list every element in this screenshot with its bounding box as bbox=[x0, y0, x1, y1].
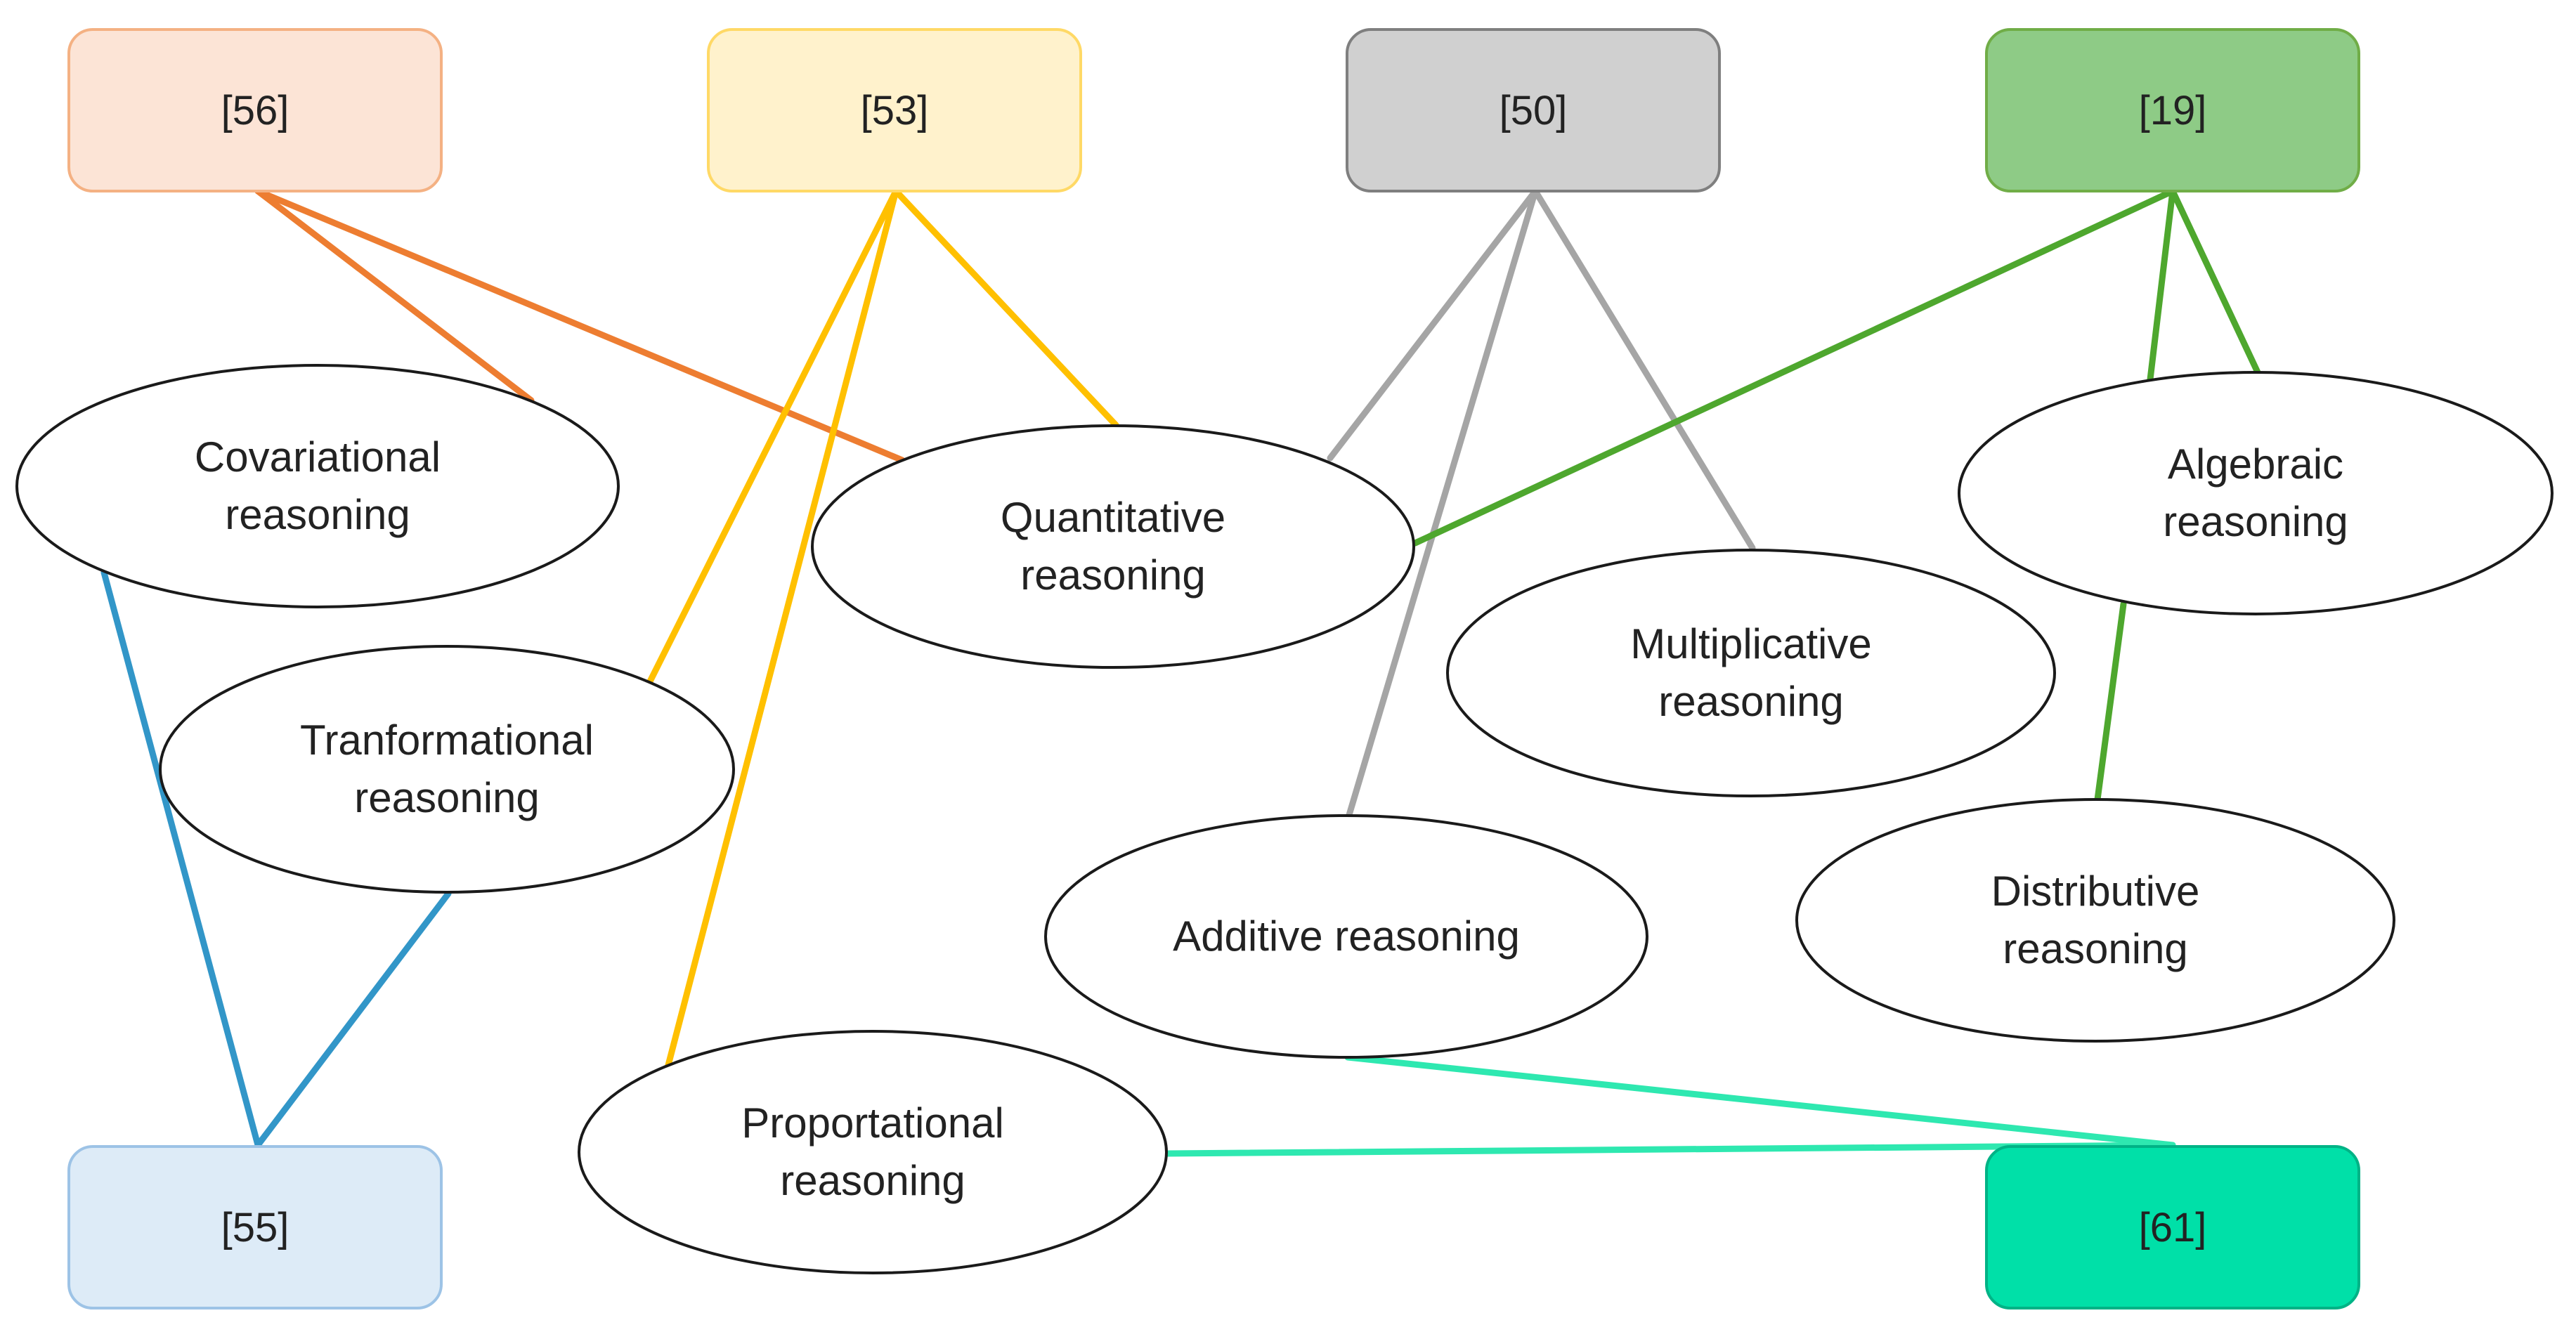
concept-ellipse bbox=[1795, 798, 2395, 1043]
concept-ellipse bbox=[1446, 549, 2056, 797]
concept-label: reasoning bbox=[2163, 498, 2348, 545]
concept-label: Distributive bbox=[1991, 868, 2200, 915]
connector-s19-algebraic bbox=[2147, 188, 2176, 383]
concept-distributive: Distributive reasoning bbox=[1795, 798, 2395, 1043]
connector-s50-additive bbox=[1346, 188, 1539, 818]
reference-label: [53] bbox=[861, 88, 929, 133]
concept-label: Tranformational bbox=[300, 717, 594, 764]
concept-nodes: Covariational reasoning Quantitative reason… bbox=[15, 28, 2554, 1309]
reference-label: [61] bbox=[2139, 1205, 2207, 1250]
concept-label: reasoning bbox=[354, 774, 540, 821]
reference-box-s50: [50] bbox=[1346, 28, 1721, 192]
connector-s61-additive bbox=[1344, 1054, 2176, 1149]
concept-label: reasoning bbox=[225, 491, 410, 538]
concept-ellipse bbox=[811, 424, 1415, 669]
reference-box-shape bbox=[1985, 1145, 2360, 1309]
connector-s19-distributive-segment-2 bbox=[2094, 601, 2127, 803]
concept-label: Quantitative bbox=[1001, 494, 1225, 541]
concept-label: Algebraic bbox=[2168, 440, 2343, 488]
reference-box-s61: [61] bbox=[1985, 1145, 2360, 1309]
reference-label: [55] bbox=[221, 1205, 290, 1250]
connector-s53-quantitative bbox=[892, 188, 1119, 429]
connector-s53-proportational bbox=[664, 188, 899, 1071]
connection-lines bbox=[100, 188, 2261, 1157]
concept-label: Multiplicative bbox=[1630, 620, 1871, 667]
reference-box-s56: [56] bbox=[67, 28, 443, 192]
concept-label: reasoning bbox=[1020, 551, 1206, 599]
reference-label: [56] bbox=[221, 88, 290, 133]
concept-covariational: Covariational reasoning bbox=[15, 364, 620, 608]
concept-label: Proportational bbox=[741, 1099, 1004, 1147]
concept-multiplicative: Multiplicative reasoning bbox=[1446, 549, 2056, 797]
connector-s55-tranformational bbox=[254, 890, 452, 1149]
concept-ellipse bbox=[1044, 814, 1648, 1059]
connector-s55-covariational bbox=[100, 569, 261, 1149]
concept-label: Covariational bbox=[195, 433, 441, 481]
concept-ellipse bbox=[15, 364, 620, 608]
connector-s56-quantitative bbox=[254, 188, 906, 464]
concept-label: reasoning bbox=[1658, 678, 1844, 725]
concept-additive: Additive reasoning bbox=[1044, 814, 1648, 1059]
concept-label: Additive reasoning bbox=[1173, 913, 1520, 960]
reference-box-shape bbox=[1346, 28, 1721, 192]
concept-label: reasoning bbox=[780, 1157, 965, 1204]
reference-box-shape bbox=[67, 28, 443, 192]
reference-label: [50] bbox=[1500, 88, 1568, 133]
reference-box-shape bbox=[1985, 28, 2360, 192]
reference-box-s55: [55] bbox=[67, 1145, 443, 1309]
connector-s19-quantitative bbox=[1412, 188, 2176, 547]
concept-proportational: Proportational reasoning bbox=[578, 1030, 1168, 1274]
concept-quantitative: Quantitative reasoning bbox=[811, 424, 1415, 669]
concept-ellipse bbox=[159, 645, 735, 894]
connector-s50-quantitative bbox=[1327, 188, 1539, 462]
connector-s56-covariational bbox=[254, 188, 535, 404]
connector-s19-distributive bbox=[2169, 188, 2261, 376]
concept-ellipse bbox=[578, 1030, 1168, 1274]
connector-s53-tranformational bbox=[646, 188, 899, 685]
concept-tranformational: Tranformational reasoning bbox=[159, 645, 735, 894]
concept-label: reasoning bbox=[2003, 925, 2188, 972]
reference-box-shape bbox=[707, 28, 1082, 192]
concept-algebraic: Algebraic reasoning bbox=[1958, 371, 2554, 615]
concept-ellipse bbox=[1958, 371, 2554, 615]
reference-box-s19: [19] bbox=[1985, 28, 2360, 192]
connector-s50-multiplicative bbox=[1532, 188, 1756, 551]
reference-box-s53: [53] bbox=[707, 28, 1082, 192]
reference-box-shape bbox=[67, 1145, 443, 1309]
reference-label: [19] bbox=[2139, 88, 2207, 133]
